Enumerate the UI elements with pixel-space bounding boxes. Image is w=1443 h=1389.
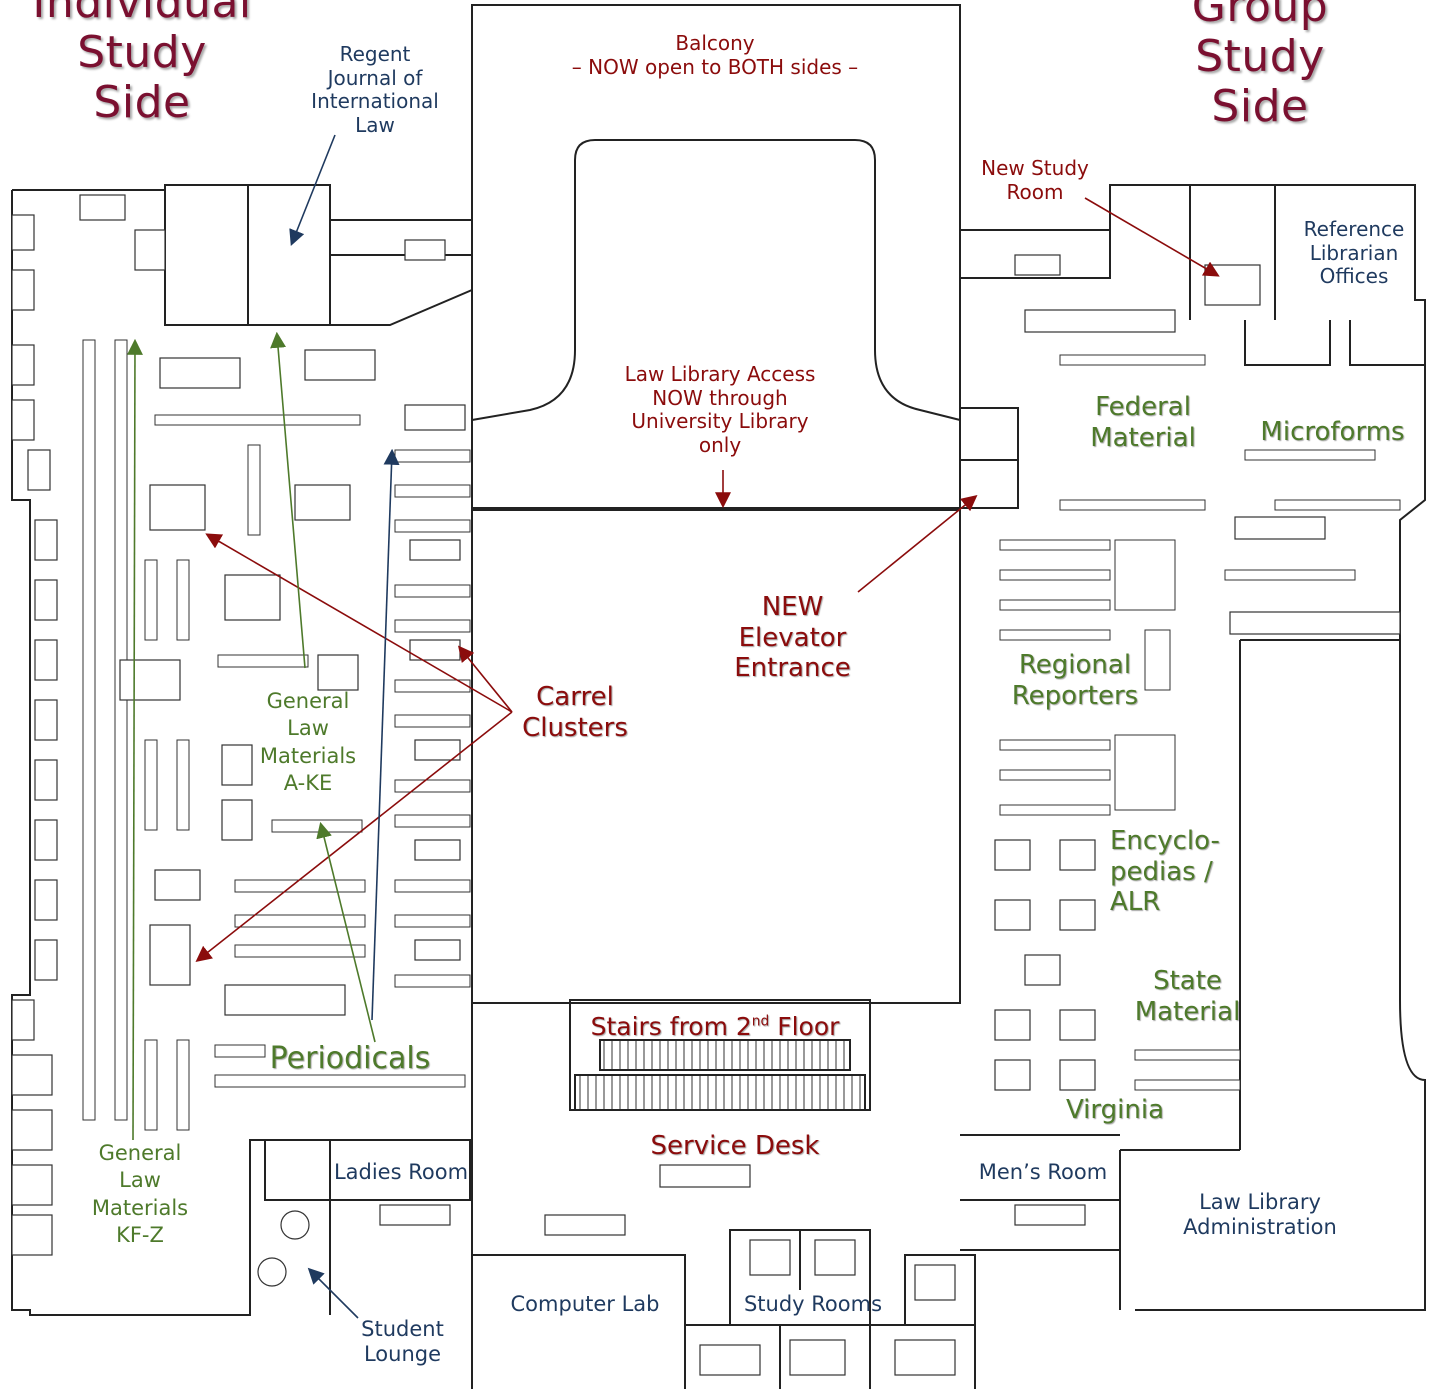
furniture [11, 194, 1401, 1376]
computer-lab-label: Computer Lab [510, 1292, 660, 1316]
title-line: Side [1211, 81, 1309, 132]
law-library-access-label: Law Library Access NOW through Universit… [600, 362, 840, 457]
title-line: Study Side [77, 27, 207, 128]
virginia-label: Virginia [1065, 1095, 1165, 1125]
general-law-materials-a-ke-label: General Law Materials A-KE [248, 688, 368, 797]
label-line: Encyclo- [1110, 826, 1220, 856]
label-line: University Library [631, 409, 809, 434]
individual-study-side-title: Individual Study Side [22, 0, 262, 128]
stairs-text-suffix: Floor [769, 1012, 840, 1041]
label-line: Elevator [738, 622, 847, 653]
reference-librarian-offices-label: Reference Librarian Offices [1284, 217, 1424, 289]
label-line: Offices [1319, 264, 1389, 289]
building-walls [11, 4, 1426, 1389]
label-line: General [98, 1141, 182, 1165]
label-line: Material [1134, 996, 1241, 1027]
label-line: Law Library Access [624, 362, 816, 386]
study-rooms-label: Study Rooms [743, 1292, 883, 1316]
microforms-label: Microforms [1260, 417, 1405, 447]
carrel-clusters-label: Carrel Clusters [515, 682, 635, 743]
label-line: Law [355, 112, 395, 137]
label-line: Clusters [522, 712, 628, 743]
label-line: State [1153, 966, 1222, 996]
label-line: Regional [1018, 650, 1132, 680]
state-material-label: State Material [1125, 966, 1250, 1027]
label-line: Balcony [675, 31, 755, 55]
right-shelves [999, 354, 1401, 1091]
label-line: KF-Z [116, 1222, 164, 1247]
periodicals-label: Periodicals [269, 1041, 431, 1076]
label-line: Law Library [1199, 1190, 1321, 1214]
label-line: Material [1090, 422, 1196, 453]
label-line: New Study [981, 156, 1089, 180]
label-line: pedias / [1110, 856, 1213, 887]
label-line: Librarian [1309, 240, 1399, 265]
label-line: Materials [259, 743, 357, 768]
left-stacks [82, 339, 466, 1131]
regent-journal-label: Regent Journal of International Law [300, 42, 450, 137]
label-line: Law [119, 1168, 161, 1193]
label-line: Law [287, 716, 329, 741]
group-study-side-title: Group Study Side [1120, 0, 1400, 132]
ladies-room-label: Ladies Room [333, 1160, 469, 1184]
label-line: Administration [1183, 1214, 1337, 1239]
label-line: only [698, 432, 742, 457]
stairs-superscript: nd [751, 1013, 770, 1030]
mens-room-label: Men’s Room [978, 1160, 1108, 1184]
federal-material-label: Federal Material [1078, 392, 1208, 453]
label-line: Carrel [536, 682, 614, 712]
label-line: NOW through [652, 385, 788, 410]
label-line: Federal [1095, 392, 1191, 422]
balcony-label: Balcony – NOW open to BOTH sides – [530, 31, 900, 79]
label-line: International [311, 89, 439, 114]
label-line: General [266, 689, 350, 713]
label-line: Student [361, 1317, 444, 1341]
label-line: Regent [339, 42, 411, 66]
label-line: Reference [1303, 217, 1405, 241]
title-line: Individual [32, 0, 252, 28]
label-line: Room [1006, 179, 1064, 204]
stairs-label: Stairs from 2nd Floor [580, 1012, 850, 1042]
student-lounge-label: Student Lounge [345, 1317, 460, 1367]
law-library-administration-label: Law Library Administration [1170, 1190, 1350, 1240]
pointer-arrows [126, 134, 1220, 1319]
title-line: Group Study [1191, 0, 1329, 82]
general-law-materials-kf-z-label: General Law Materials KF-Z [80, 1140, 200, 1249]
label-line: – NOW open to BOTH sides – [571, 54, 859, 79]
label-line: Entrance [734, 653, 851, 684]
label-line: ALR [1110, 887, 1161, 918]
stairs-text: Stairs from 2 [590, 1012, 752, 1041]
label-line: Journal of [327, 65, 423, 90]
label-line: Lounge [363, 1341, 442, 1366]
label-line: NEW [761, 592, 824, 622]
encyclopedias-alr-label: Encyclo- pedias / ALR [1110, 826, 1225, 918]
label-line: Materials [91, 1195, 189, 1220]
label-line: A-KE [283, 770, 333, 795]
new-elevator-entrance-label: NEW Elevator Entrance [720, 592, 865, 684]
new-study-room-label: New Study Room [965, 156, 1105, 204]
service-desk-label: Service Desk [650, 1131, 820, 1161]
regional-reporters-label: Regional Reporters [1005, 650, 1145, 711]
label-line: Reporters [1011, 680, 1139, 711]
atrium-left-shelves [394, 449, 471, 988]
